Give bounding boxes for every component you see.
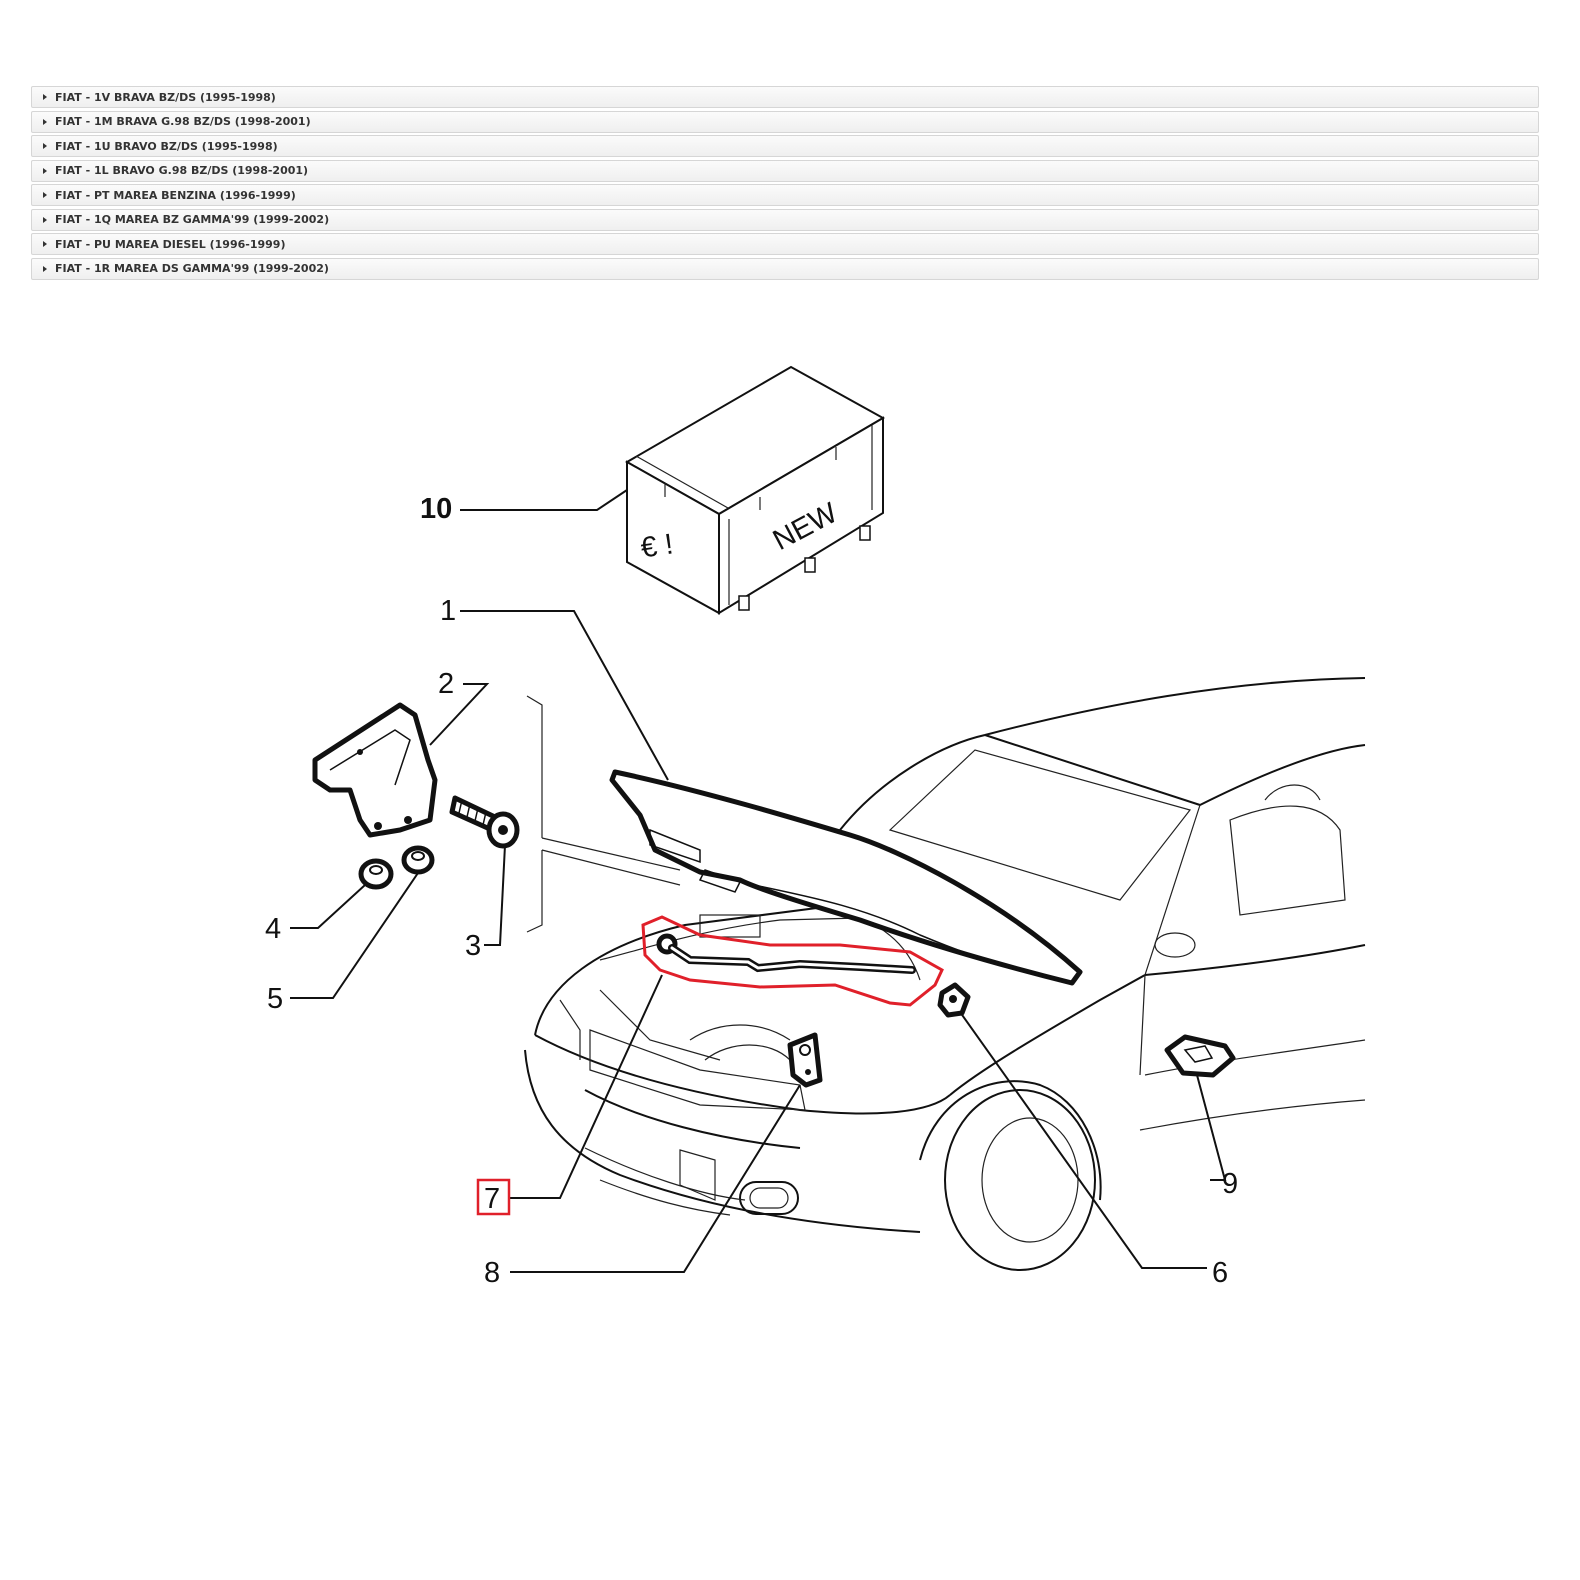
crate-side-text: € ! — [639, 528, 675, 564]
callout-2: 2 — [438, 668, 454, 700]
model-row[interactable]: FIAT - 1U BRAVO BZ/DS (1995-1998) — [31, 135, 1539, 157]
nut-part-4 — [358, 858, 394, 890]
model-label: FIAT - 1U BRAVO BZ/DS (1995-1998) — [55, 139, 278, 153]
callout-5: 5 — [267, 983, 283, 1015]
callout-9: 9 — [1222, 1168, 1238, 1200]
flap-part-9 — [1164, 1034, 1236, 1078]
bolt-part — [449, 795, 520, 849]
model-row[interactable]: FIAT - 1Q MAREA BZ GAMMA'99 (1999-2002) — [31, 208, 1539, 231]
highlight-outline — [641, 915, 944, 1007]
hood-part — [609, 769, 1083, 986]
model-label: FIAT - 1Q MAREA BZ GAMMA'99 (1999-2002) — [55, 213, 330, 226]
model-row[interactable]: FIAT - PU MAREA DIESEL (1996-1999) — [31, 233, 1539, 255]
leader-lines — [290, 489, 1227, 1273]
hood-rod-part — [656, 933, 916, 974]
callout-10: 10 — [420, 493, 452, 525]
model-row[interactable]: FIAT - 1V BRAVA BZ/DS (1995-1998) — [31, 86, 1539, 108]
model-label: FIAT - PT MAREA BENZINA (1996-1999) — [55, 188, 296, 202]
model-row[interactable]: FIAT - 1L BRAVO G.98 BZ/DS (1998-2001) — [31, 159, 1539, 182]
callout-6: 6 — [1212, 1257, 1228, 1289]
crate-illustration: € ! NEW — [624, 365, 886, 615]
clip-part-6 — [937, 982, 971, 1018]
model-label: FIAT - 1R MAREA DS GAMMA'99 (1999-2002) — [55, 262, 329, 275]
caret-right-icon — [43, 167, 47, 174]
callout-7-highlight — [476, 1178, 511, 1216]
model-label: FIAT - 1L BRAVO G.98 BZ/DS (1998-2001) — [55, 164, 309, 177]
caret-right-icon — [43, 192, 47, 198]
model-row[interactable]: FIAT - 1R MAREA DS GAMMA'99 (1999-2002) — [31, 257, 1539, 280]
callout-1: 1 — [440, 595, 456, 627]
callout-4: 4 — [265, 913, 281, 945]
callout-8: 8 — [484, 1257, 500, 1289]
hinge-part — [312, 702, 438, 838]
model-row[interactable]: FIAT - 1M BRAVA G.98 BZ/DS (1998-2001) — [31, 110, 1539, 133]
car-illustration — [524, 677, 1366, 1271]
caret-right-icon — [43, 143, 47, 149]
caret-right-icon — [43, 118, 47, 125]
callout-3: 3 — [465, 930, 481, 962]
latch-part-8 — [787, 1032, 823, 1088]
caret-right-icon — [43, 265, 47, 272]
caret-right-icon — [43, 216, 47, 223]
caret-right-icon — [43, 241, 47, 247]
callout-7[interactable]: 7 — [484, 1183, 500, 1215]
model-row[interactable]: FIAT - PT MAREA BENZINA (1996-1999) — [31, 184, 1539, 206]
model-list: FIAT - 1V BRAVA BZ/DS (1995-1998) FIAT -… — [31, 86, 1539, 282]
nut-part-5 — [401, 845, 435, 875]
caret-right-icon — [43, 94, 47, 100]
model-label: FIAT - 1V BRAVA BZ/DS (1995-1998) — [55, 90, 276, 104]
model-label: FIAT - PU MAREA DIESEL (1996-1999) — [55, 237, 286, 251]
model-label: FIAT - 1M BRAVA G.98 BZ/DS (1998-2001) — [55, 115, 311, 128]
